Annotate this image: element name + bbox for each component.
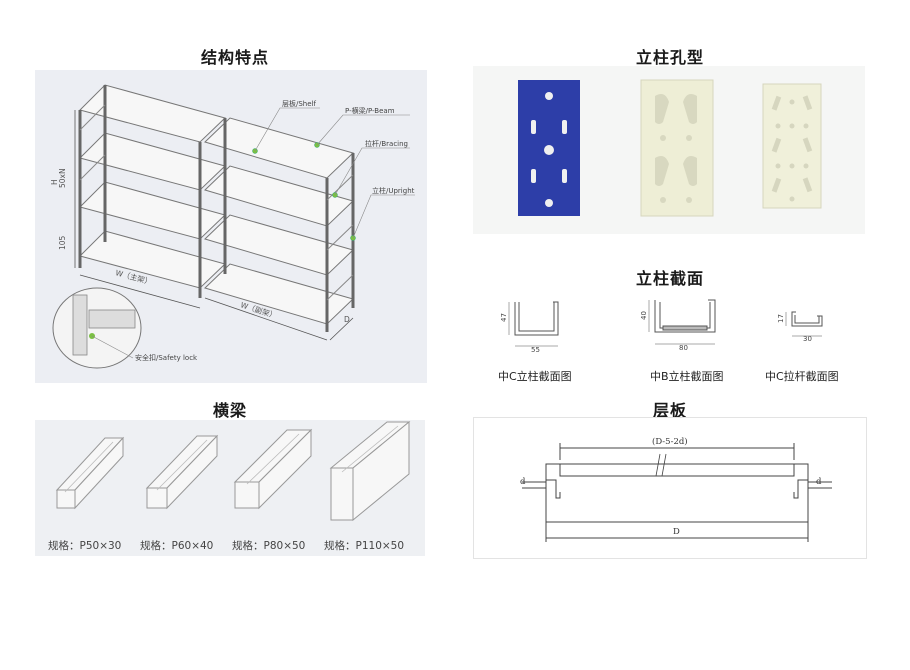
hole-types-illustration (518, 79, 822, 217)
cross-sections-panel: 55 47 80 40 30 17 (473, 290, 865, 364)
safety-lock-label: 安全扣/Safety lock (135, 353, 198, 362)
upright-hole-types-panel (473, 66, 865, 234)
beams-panel (35, 420, 425, 556)
beam-spec-4: 规格：P110×50 (324, 540, 405, 552)
hole-types-title: 立柱孔型 (635, 48, 704, 67)
pitch-label: 50xN (58, 168, 67, 188)
shelf-bottom-dimension: D (673, 527, 680, 537)
cross-sections-illustration: 55 47 80 40 30 17 (500, 299, 823, 354)
depth-label: D (344, 315, 350, 324)
shelf-title: 层板 (652, 401, 687, 420)
section-1-height: 47 (500, 313, 508, 322)
section-2-width: 80 (679, 344, 688, 352)
shelf-top-dimension: (D-5-2d) (652, 436, 688, 447)
shelf-drawing-panel: (D-5-2d) D d d (473, 417, 867, 559)
section-3-height: 17 (777, 314, 785, 323)
upright-sections-title: 立柱截面 (635, 269, 704, 288)
rack-structure-panel: H 50xN 105 W（主架） W（副架） D 层板/Shelf P-横梁/P… (35, 70, 427, 383)
shelf-right-d: d (816, 477, 822, 487)
beam-spec-1: 规格：P50×30 (48, 540, 122, 552)
bottom-height-label: 105 (58, 235, 67, 250)
beam-spec-2: 规格：P60×40 (140, 540, 214, 552)
section-3-caption: 中C拉杆截面图 (765, 370, 839, 383)
features-title: 结构特点 (200, 48, 269, 67)
callout-beam: P-横梁/P-Beam (345, 106, 395, 115)
section-2-caption: 中B立柱截面图 (650, 370, 724, 383)
callout-upright: 立柱/Upright (372, 186, 415, 195)
beams-title: 横梁 (212, 401, 247, 420)
section-1-caption: 中C立柱截面图 (498, 370, 572, 383)
section-3-width: 30 (803, 335, 812, 343)
callout-bracing: 拉杆/Bracing (365, 139, 408, 148)
section-1-width: 55 (531, 346, 540, 354)
shelf-drawing: (D-5-2d) D d d (520, 436, 832, 542)
height-label: H (50, 179, 59, 185)
section-2-height: 40 (640, 311, 648, 320)
callout-shelf: 层板/Shelf (282, 99, 316, 108)
beams-illustration (55, 420, 411, 522)
beam-spec-3: 规格：P80×50 (232, 540, 306, 552)
rack-structure-illustration: H 50xN 105 W（主架） W（副架） D 层板/Shelf P-横梁/P… (50, 84, 415, 369)
shelf-left-d: d (520, 477, 526, 487)
